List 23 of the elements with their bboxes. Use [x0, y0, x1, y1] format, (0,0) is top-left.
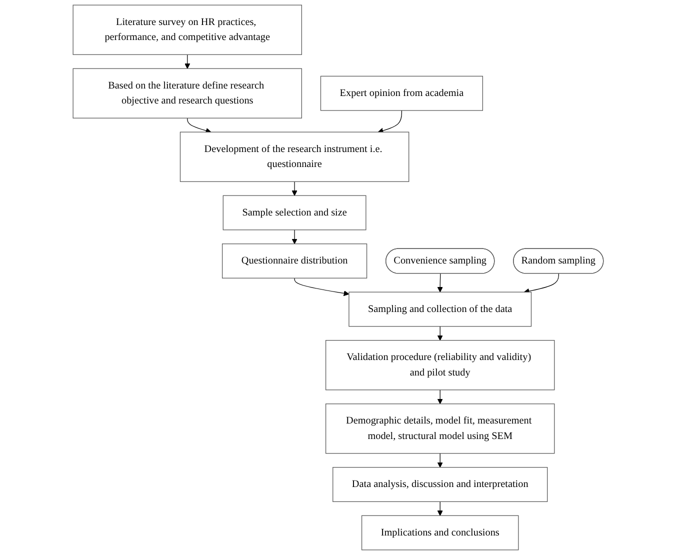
arrow	[294, 278, 349, 296]
node-box: Data analysis, discussion and interpretation	[332, 467, 548, 502]
node-box: Sampling and collection of the data	[348, 292, 532, 327]
arrow	[437, 390, 443, 404]
arrow	[437, 453, 443, 468]
node-box: Development of the research instrument i.e. questionnaire	[180, 132, 409, 182]
arrow	[437, 326, 443, 341]
arrow	[184, 54, 190, 69]
arrow	[186, 118, 211, 134]
node-box: Expert opinion from academia	[320, 76, 483, 111]
node-box: Validation procedure (reliability and validity) and pilot study	[325, 340, 554, 390]
arrow	[292, 181, 298, 196]
node-box: Implications and conclusions	[361, 515, 518, 550]
arrow	[437, 273, 443, 292]
arrow	[437, 501, 443, 516]
arrow	[378, 110, 402, 134]
node-box: Sample selection and size	[222, 195, 366, 230]
node-box: Demographic details, model fit, measurement model, structural model using SEM	[325, 404, 554, 454]
arrow	[524, 273, 559, 294]
node-box: Based on the literature define research objective and research questions	[72, 68, 302, 118]
arrow	[292, 230, 298, 244]
node-box: Questionnaire distribution	[222, 244, 367, 278]
node-box: Literature survey on HR practices, performance, and competitive advantage	[72, 4, 302, 55]
